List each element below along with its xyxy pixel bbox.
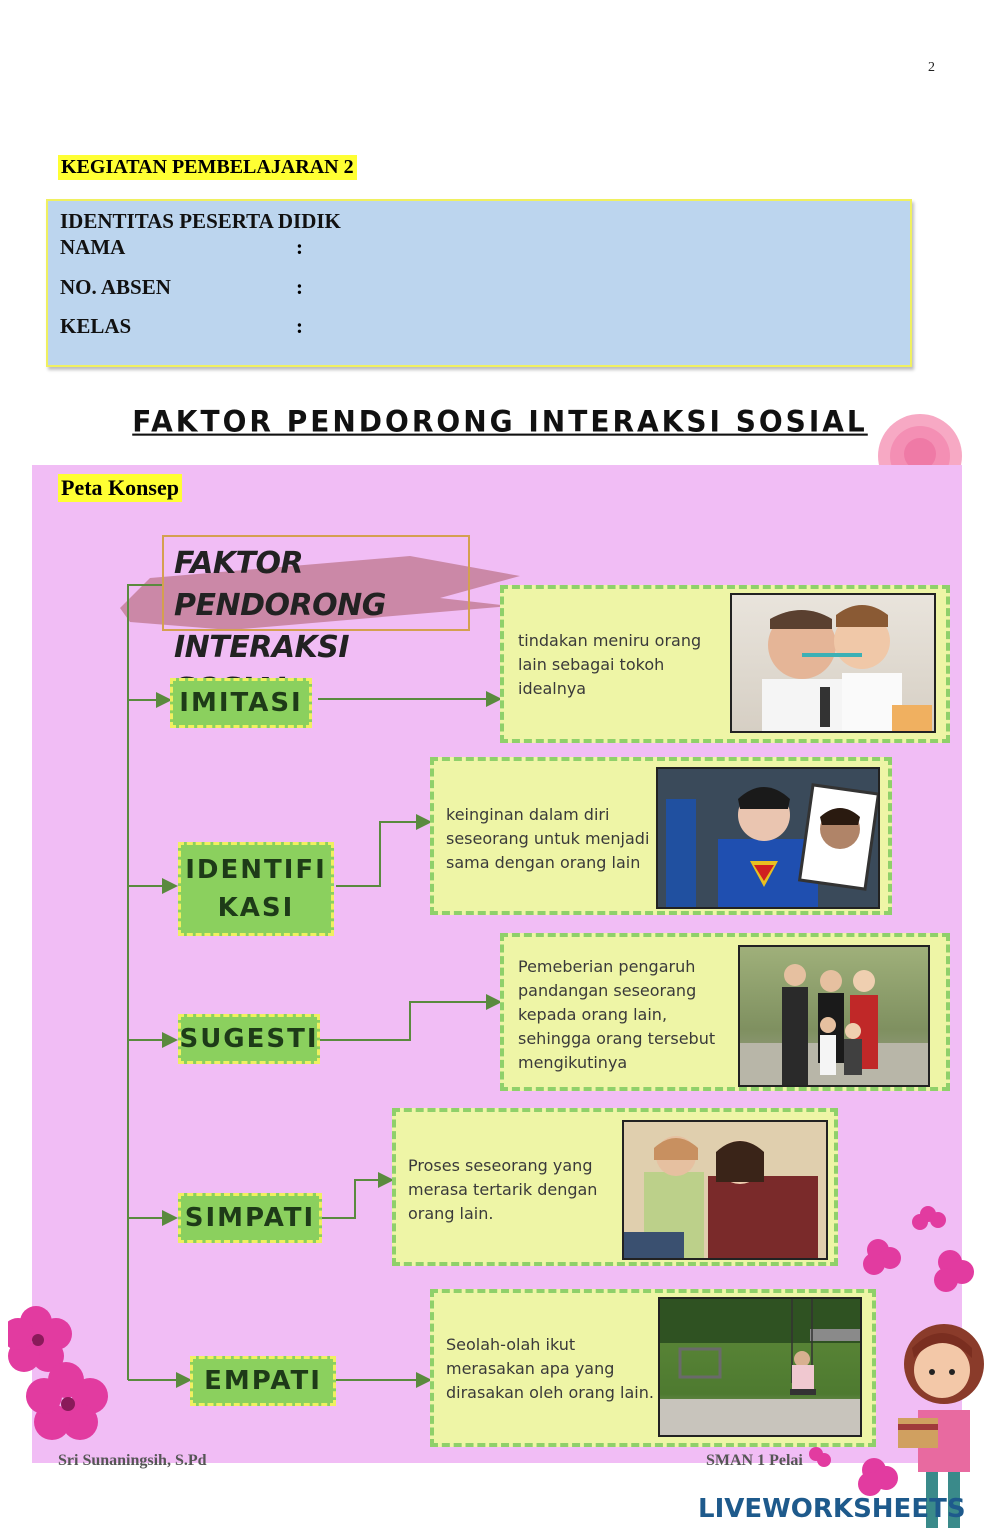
factor-sugesti: SUGESTI [178, 1014, 320, 1064]
name-label: NAMA [60, 235, 126, 259]
desc-box-empati: Seolah-olah ikut merasakan apa yang dira… [430, 1289, 876, 1447]
desc-identifikasi: keinginan dalam diri seseorang untuk men… [446, 805, 650, 872]
desc-imitasi: tindakan meniru orang lain sebagai tokoh… [518, 631, 702, 698]
activity-title: KEGIATAN PEMBELAJARAN 2 [58, 155, 357, 180]
desc-box-imitasi: tindakan meniru orang lain sebagai tokoh… [500, 585, 950, 743]
identity-box: IDENTITAS PESERTA DIDIK NAMA : NO. ABSEN… [46, 199, 912, 367]
liveworksheets-logo: LIVEWORKSHEETS [698, 1494, 966, 1524]
flower-decoration-icon [8, 1306, 108, 1440]
factor-identifikasi-line1: IDENTIFI [185, 855, 327, 885]
factor-imitasi: IMITASI [170, 678, 312, 728]
kelas-colon: : [296, 314, 303, 338]
main-title: FAKTOR PENDORONG INTERAKSI SOSIAL [132, 404, 868, 439]
girl-reading-icon [898, 1324, 984, 1528]
desc-box-sugesti: Pemeberian pengaruh pandangan seseorang … [500, 933, 950, 1091]
desc-box-identifikasi: keinginan dalam diri seseorang untuk men… [430, 757, 892, 915]
desc-empati: Seolah-olah ikut merasakan apa yang dira… [446, 1335, 654, 1402]
bottom-flowers-icon [809, 1447, 898, 1496]
two-women-comfort-photo [622, 1120, 828, 1260]
desc-box-simpati: Proses seseorang yang merasa tertarik de… [392, 1108, 838, 1266]
girl-on-swing-photo [658, 1297, 862, 1437]
desc-sugesti: Pemeberian pengaruh pandangan seseorang … [518, 957, 716, 1072]
map-title-box: FAKTOR PENDORONG INTERAKSI SOSIAL [162, 535, 470, 707]
desc-simpati: Proses seseorang yang merasa tertarik de… [408, 1156, 598, 1223]
identity-heading: IDENTITAS PESERTA DIDIK [60, 209, 341, 233]
factor-identifikasi-line2: KASI [217, 893, 295, 923]
footer-school: SMAN 1 Pelai [706, 1452, 803, 1469]
small-flowers-icon [863, 1206, 974, 1292]
name-colon: : [296, 235, 303, 259]
concept-map-label: Peta Konsep [58, 474, 182, 502]
family-portrait-photo [738, 945, 930, 1087]
father-son-toothbrush-photo [730, 593, 936, 733]
map-title-line1: FAKTOR PENDORONG [174, 546, 386, 623]
factor-identifikasi: IDENTIFI KASI [178, 842, 334, 936]
factor-simpati: SIMPATI [178, 1193, 322, 1243]
absen-colon: : [296, 275, 303, 299]
brush-stroke-decoration [120, 556, 520, 630]
page-number: 2 [928, 60, 935, 75]
absen-label: NO. ABSEN [60, 275, 171, 299]
kelas-label: KELAS [60, 314, 132, 338]
factor-empati: EMPATI [190, 1356, 336, 1406]
superman-costume-photo [656, 767, 880, 909]
footer-author: Sri Sunaningsih, S.Pd [58, 1452, 207, 1469]
